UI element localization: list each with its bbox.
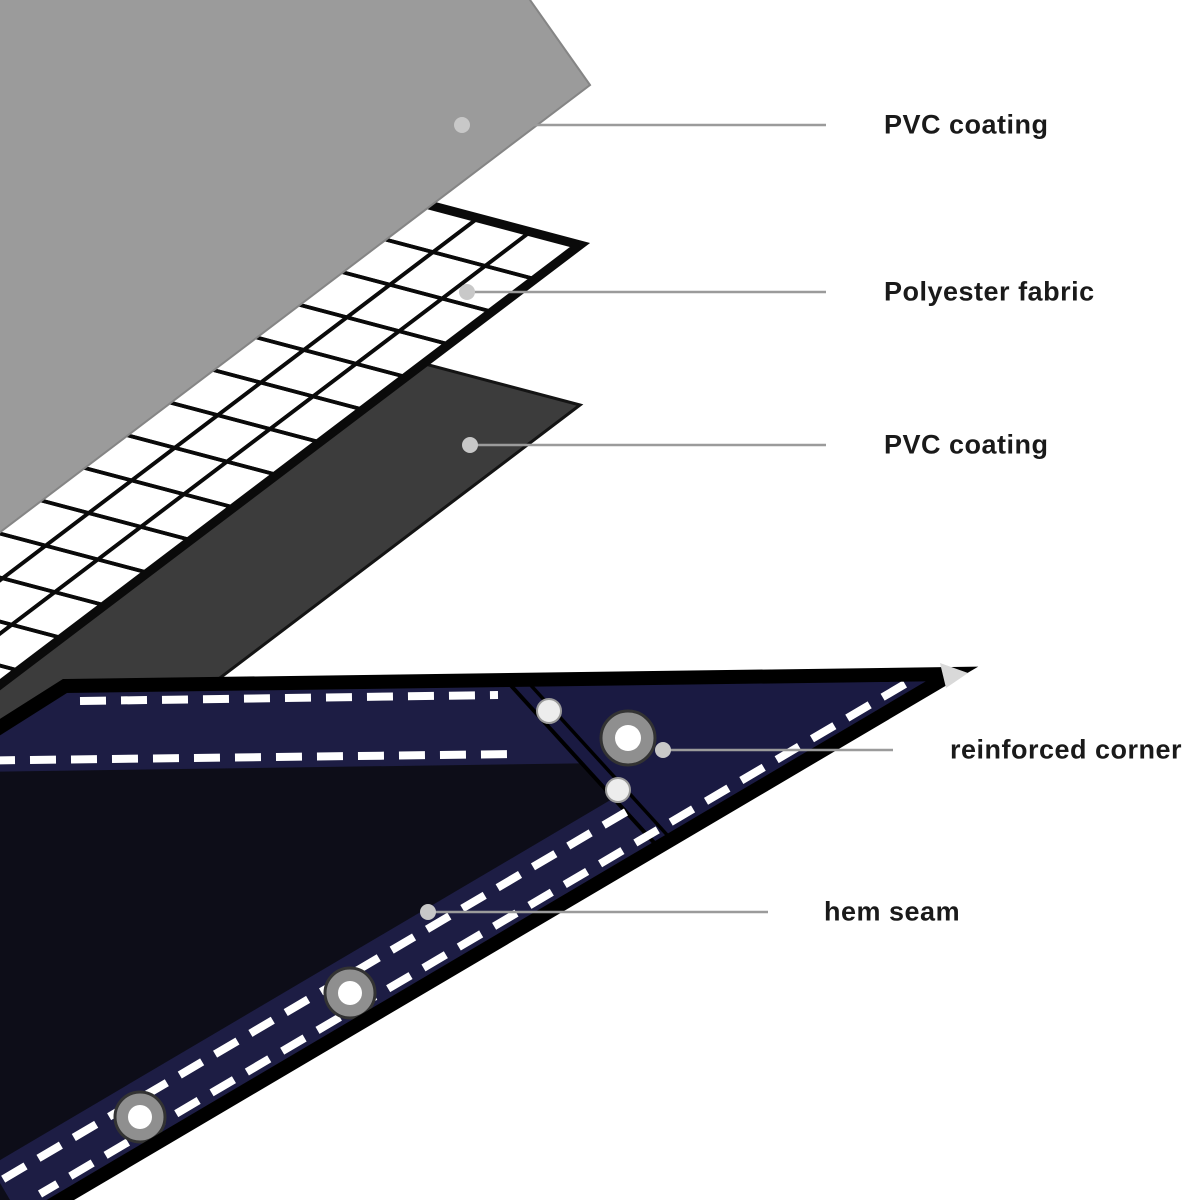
right-hem-stitch-outer — [37, 680, 908, 1198]
hem-eyelet-2-hole — [128, 1105, 152, 1129]
label-pvc-coating-bottom: PVC coating — [884, 429, 1049, 460]
corner-stitch-line — [514, 674, 671, 839]
corner-hole-upper — [536, 698, 562, 724]
corner-hole-lower — [605, 777, 631, 803]
leader-dot-pvc-top — [454, 117, 470, 133]
leader-dot-pvc-bottom — [462, 437, 478, 453]
leader-dot-polyester — [459, 284, 475, 300]
label-pvc-coating-top: PVC coating — [884, 109, 1049, 140]
label-reinforced-corner: reinforced corner — [950, 734, 1183, 765]
tarp-corner-tip-highlight — [940, 663, 968, 688]
pvc-coating-top-layer — [0, 0, 592, 534]
corner-eyelet-hole — [615, 725, 641, 751]
callout-leaders — [420, 117, 893, 920]
label-hem-seam: hem seam — [824, 896, 961, 927]
top-hem-stitch-inner — [0, 750, 521, 765]
leader-dot-reinforced-corner — [655, 742, 671, 758]
top-hem-stitch-outer — [79, 691, 499, 705]
tarpaulin-corner — [0, 663, 979, 1200]
label-polyester-fabric: Polyester fabric — [884, 276, 1095, 307]
hem-eyelet-1-hole — [338, 981, 362, 1005]
leader-dot-hem-seam — [420, 904, 436, 920]
tarp-edge-trim — [0, 666, 979, 1200]
